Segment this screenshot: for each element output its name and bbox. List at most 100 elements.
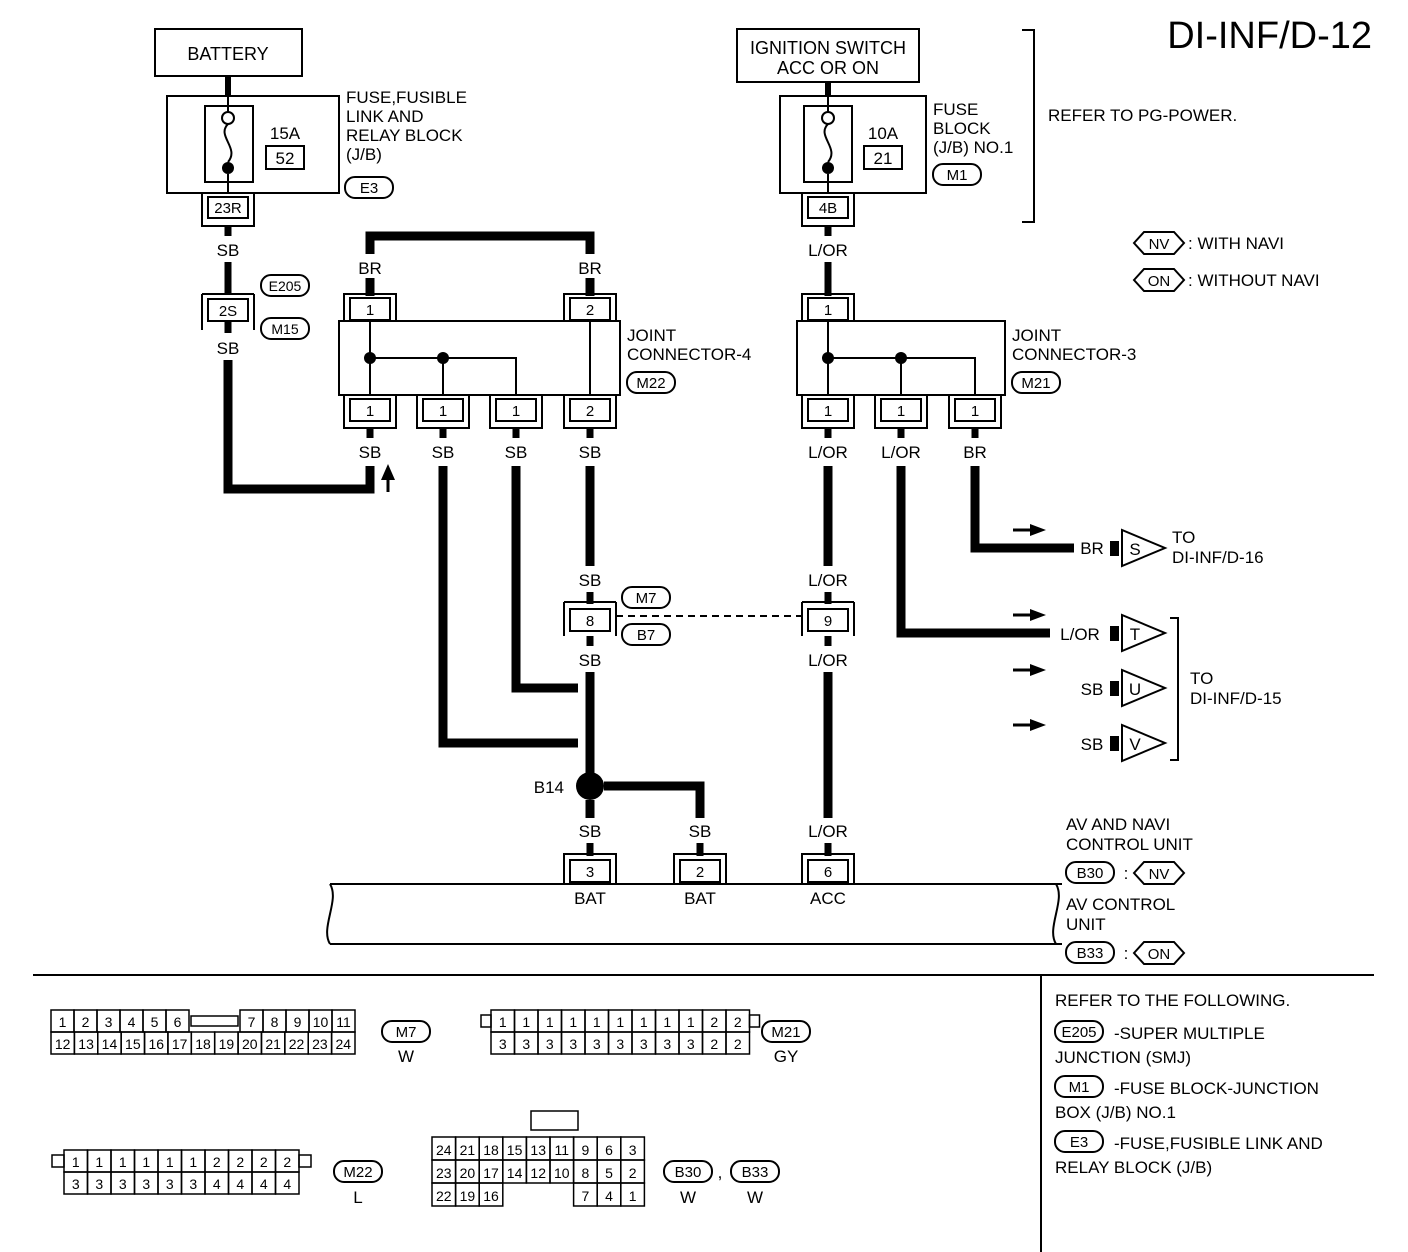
joint4-name-1: JOINT <box>627 326 676 345</box>
fuse-a-terminal: 23R <box>201 193 255 227</box>
svg-text:ON: ON <box>1148 273 1171 290</box>
svg-text:M22: M22 <box>343 1164 372 1181</box>
face-pin: 17 <box>172 1036 188 1052</box>
face-pin: 24 <box>336 1036 352 1052</box>
refer-pg-power: REFER TO PG-POWER. <box>1048 106 1237 125</box>
wire-sb-2s-to-joint4 <box>223 360 375 494</box>
fuse-b-block-name-1: FUSE <box>933 100 978 119</box>
face-pin: 12 <box>530 1165 546 1181</box>
face-pin: 1 <box>72 1154 80 1170</box>
face-pin: 1 <box>569 1014 577 1030</box>
face-pin: 2 <box>213 1154 221 1170</box>
wire-lor-to-t <box>896 466 1050 638</box>
joint3-name-2: CONNECTOR-3 <box>1012 345 1136 364</box>
face-m7-color: W <box>398 1047 414 1066</box>
face-pin: 1 <box>499 1014 507 1030</box>
ref-e3-desc-1: -FUSE,FUSIBLE LINK AND <box>1114 1134 1323 1153</box>
fuse-a-bottom-terminal <box>222 162 234 174</box>
fuse-a-top-terminal <box>221 111 235 125</box>
fuse-b-top-terminal <box>821 111 835 125</box>
splice-b14 <box>576 772 604 800</box>
svg-text:M7: M7 <box>396 1024 417 1041</box>
svg-text:2S: 2S <box>219 303 237 320</box>
wire-color-br: BR <box>1080 539 1104 558</box>
fuse-a-block-name-3: RELAY BLOCK <box>346 126 463 145</box>
svg-text:B33: B33 <box>1077 945 1104 962</box>
face-pin: 22 <box>436 1188 452 1204</box>
svg-text:B30: B30 <box>1077 865 1104 882</box>
face-pin: 7 <box>248 1014 256 1030</box>
wire-color-sb: SB <box>217 339 240 358</box>
svg-text:2: 2 <box>586 302 594 319</box>
face-pin: 20 <box>242 1036 258 1052</box>
joint4-connector-tag: M22 <box>626 371 676 394</box>
face-pin: 1 <box>522 1014 530 1030</box>
svg-text:2: 2 <box>696 864 704 881</box>
svg-text:M22: M22 <box>636 375 665 392</box>
face-pin: 3 <box>189 1176 197 1192</box>
svg-text:B30: B30 <box>675 1164 702 1181</box>
connector-2s-tag-e205: E205 <box>260 274 310 297</box>
wire-sb-to-u <box>511 466 578 693</box>
svg-text:NV: NV <box>1149 866 1170 883</box>
face-pin: 4 <box>236 1176 244 1192</box>
joint4-internal-bus <box>369 321 591 395</box>
av-unit-name-1: AV CONTROL <box>1066 895 1175 914</box>
face-pin: 3 <box>72 1176 80 1192</box>
face-pin: 2 <box>629 1165 637 1181</box>
arrow-up-icon <box>381 464 395 492</box>
unit-tag-b33: B33 <box>1065 941 1115 964</box>
face-pin: 23 <box>312 1036 328 1052</box>
fuse-a-block-name-4: (J/B) <box>346 145 382 164</box>
wire-color-sb: SB <box>505 443 528 462</box>
face-pin: 1 <box>629 1188 637 1204</box>
wire-color-sb: SB <box>579 822 602 841</box>
face-pin: 9 <box>582 1142 590 1158</box>
fuse-a-block-name-1: FUSE,FUSIBLE <box>346 88 467 107</box>
face-pin: 7 <box>582 1188 590 1204</box>
fuse-b-number: 21 <box>874 149 893 168</box>
wire-color-sb: SB <box>579 443 602 462</box>
wire-color-br: BR <box>578 259 602 278</box>
ref-tag-e3: E3 <box>1054 1130 1104 1153</box>
fuse-b-connector-tag: M1 <box>932 163 982 186</box>
face-pin: 1 <box>189 1154 197 1170</box>
face-pin: 11 <box>336 1014 351 1030</box>
fuse-a-connector-tag: E3 <box>344 176 394 199</box>
arrow-right-icon <box>1013 719 1046 731</box>
joint3-name-1: JOINT <box>1012 326 1061 345</box>
svg-text:1: 1 <box>512 403 520 420</box>
svg-text:M15: M15 <box>271 321 298 337</box>
face-pin: 3 <box>105 1014 113 1030</box>
face-pin: 21 <box>460 1142 476 1158</box>
fuse-b-amperage: 10A <box>868 124 899 143</box>
face-pin: 1 <box>95 1154 103 1170</box>
face-pin: 3 <box>95 1176 103 1192</box>
face-pin: 3 <box>593 1036 601 1052</box>
face-pin: 3 <box>166 1176 174 1192</box>
unit-colon: : <box>1124 864 1129 883</box>
face-pin: 3 <box>119 1176 127 1192</box>
wire-color-sb: SB <box>579 651 602 670</box>
face-pin: 2 <box>283 1154 291 1170</box>
face-pin: 21 <box>265 1036 281 1052</box>
face-m22-tag: M22 <box>333 1160 383 1183</box>
av-unit-name-2: UNIT <box>1066 915 1106 934</box>
face-pin: 1 <box>616 1014 624 1030</box>
ref-e3-desc-2: RELAY BLOCK (J/B) <box>1055 1158 1212 1177</box>
joint4-node <box>437 352 449 364</box>
face-pin: 19 <box>219 1036 235 1052</box>
splice-label: B14 <box>534 778 564 797</box>
face-pin: 11 <box>555 1142 570 1158</box>
unit-terminal-bat: BAT <box>574 889 606 908</box>
face-pin: 5 <box>605 1165 613 1181</box>
wire-color-sb: SB <box>1081 680 1104 699</box>
svg-text:M21: M21 <box>1021 375 1050 392</box>
to-label: TO <box>1190 669 1213 688</box>
face-comma: , <box>718 1163 723 1182</box>
unit-tag-nv: NV <box>1132 861 1186 885</box>
unit-pin-6: 6 <box>801 853 855 884</box>
face-pin: 2 <box>710 1014 718 1030</box>
